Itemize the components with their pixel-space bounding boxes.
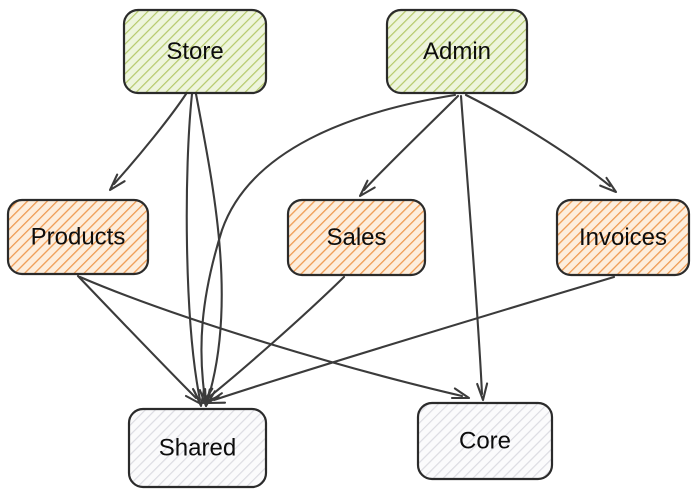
edge-admin-invoices — [464, 93, 618, 194]
arrow-head-icon — [206, 392, 227, 405]
edge-line — [206, 275, 346, 400]
node-shape[interactable] — [385, 8, 529, 95]
node-shape[interactable] — [6, 198, 150, 276]
node-core[interactable]: Core — [416, 401, 554, 481]
node-products[interactable]: Products — [6, 198, 150, 276]
node-store[interactable]: Store — [122, 8, 268, 95]
edge-line — [78, 275, 464, 398]
node-invoices[interactable]: Invoices — [555, 198, 691, 277]
edge-products-shared — [76, 274, 203, 406]
node-shared[interactable]: Shared — [127, 407, 268, 489]
edge-layer — [76, 92, 618, 408]
edge-line — [76, 274, 198, 400]
edge-sales-shared — [201, 275, 346, 405]
edge-admin-sales — [358, 94, 460, 198]
edge-line — [212, 275, 616, 402]
arrow-head-icon — [450, 387, 471, 400]
node-admin[interactable]: Admin — [385, 8, 529, 95]
edge-products-core — [78, 275, 471, 400]
edge-line — [200, 93, 457, 401]
edge-store-products — [108, 92, 188, 192]
edge-line — [112, 92, 188, 186]
arrow-head-icon — [358, 179, 376, 198]
edge-invoices-shared — [206, 275, 616, 405]
edge-store-shared-2 — [194, 92, 223, 408]
node-shape[interactable] — [122, 8, 268, 95]
node-shape[interactable] — [555, 198, 691, 277]
edge-line — [185, 92, 202, 402]
edge-line — [459, 94, 484, 396]
node-shape[interactable] — [286, 198, 427, 277]
node-sales[interactable]: Sales — [286, 198, 427, 277]
arrow-head-icon — [184, 387, 203, 406]
arrow-head-icon — [476, 382, 489, 402]
node-shape[interactable] — [127, 407, 268, 489]
arrow-head-icon — [108, 173, 126, 192]
edge-line — [362, 94, 460, 192]
edge-line — [464, 93, 612, 188]
arrow-head-icon — [599, 176, 618, 194]
edge-admin-core — [459, 94, 489, 402]
node-shape[interactable] — [416, 401, 554, 481]
